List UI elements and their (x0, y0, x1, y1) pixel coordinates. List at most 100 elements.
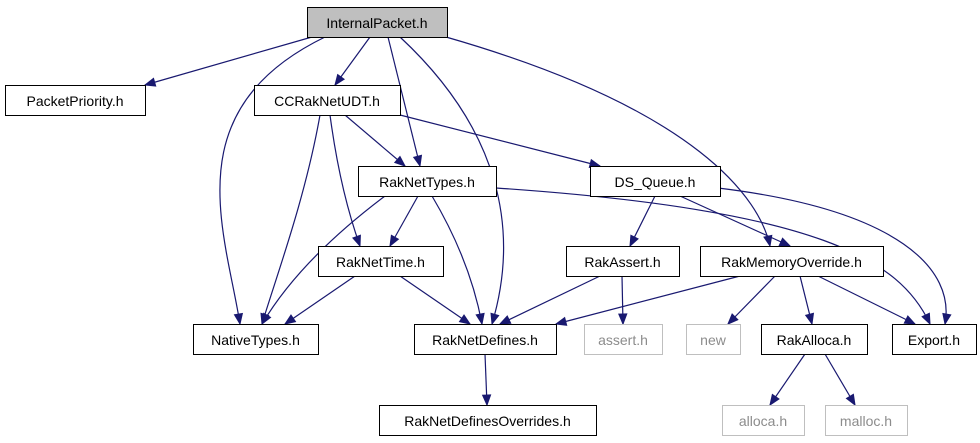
node-label: PacketPriority.h (27, 93, 124, 109)
node-raknet-time[interactable]: RakNetTime.h (318, 246, 444, 277)
arrow-head-icon (475, 312, 485, 326)
edge-internal_packet-to-native_types (219, 36, 326, 326)
node-box (193, 324, 319, 355)
edge-cc_raknet_udt-to-ds_queue (399, 114, 602, 168)
arrow-head-icon (554, 316, 568, 326)
edge-line (261, 195, 386, 325)
node-box (892, 324, 977, 355)
arrow-head-icon (389, 234, 400, 248)
node-malloc-h: malloc.h (825, 405, 908, 436)
node-new-h: new (686, 324, 741, 355)
node-box (414, 324, 557, 355)
edge-rak_memory_override-to-new_h (727, 275, 776, 325)
node-box (5, 85, 146, 116)
node-raknet-types[interactable]: RakNetTypes.h (358, 166, 497, 197)
arrow-head-icon (143, 77, 157, 87)
edge-internal_packet-to-packet_priority (143, 36, 313, 87)
edge-line (431, 195, 483, 325)
node-label: malloc.h (840, 413, 892, 429)
node-native-types[interactable]: NativeTypes.h (193, 324, 319, 355)
edge-raknet_time-to-raknet_defines (399, 275, 472, 325)
edge-rak_memory_override-to-raknet_defines (554, 275, 741, 326)
node-box (761, 324, 868, 355)
node-internal-packet[interactable]: InternalPacket.h (307, 7, 448, 38)
node-label: RakNetTime.h (336, 254, 425, 270)
node-label: RakAssert.h (584, 254, 660, 270)
edge-internal_packet-to-raknet_types (387, 36, 423, 168)
node-label: RakAlloca.h (777, 332, 852, 348)
node-label: RakNetDefinesOverrides.h (404, 413, 571, 429)
arrow-head-icon (629, 234, 639, 248)
node-label: assert.h (598, 332, 648, 348)
node-packet-priority[interactable]: PacketPriority.h (5, 85, 146, 116)
edge-raknet_types-to-native_types (261, 195, 386, 326)
node-label: new (700, 332, 727, 348)
edge-line (399, 114, 601, 167)
arrow-head-icon (352, 234, 361, 248)
node-box (379, 405, 597, 436)
node-cc-raknet-udt[interactable]: CCRakNetUDT.h (254, 85, 401, 116)
node-export-h[interactable]: Export.h (892, 324, 977, 355)
node-label: CCRakNetUDT.h (274, 93, 380, 109)
edge-line (261, 114, 321, 325)
edge-line (499, 275, 601, 325)
edge-raknet_types-to-export_h (495, 187, 931, 326)
edge-rak_assert-to-assert_h (618, 275, 628, 326)
arrow-head-icon (921, 312, 931, 326)
edge-raknet_time-to-native_types (283, 275, 356, 325)
edge-line (817, 275, 916, 325)
edge-rak_memory_override-to-rak_alloca (799, 275, 815, 326)
node-box (318, 246, 444, 277)
node-label: NativeTypes.h (211, 332, 300, 348)
node-label: DS_Queue.h (615, 174, 696, 190)
edge-line (144, 36, 313, 86)
node-box (590, 166, 721, 197)
edge-line (679, 195, 791, 247)
node-label: alloca.h (739, 413, 787, 429)
node-assert-h: assert.h (584, 324, 663, 355)
arrow-head-icon (261, 312, 272, 326)
node-raknet-defines-overrides[interactable]: RakNetDefinesOverrides.h (379, 405, 597, 436)
edge-rak_assert-to-raknet_defines (498, 275, 601, 325)
arrow-head-icon (618, 313, 628, 326)
edge-raknet_defines-to-raknet_defines_overrides (481, 353, 492, 407)
node-label: RakNetTypes.h (379, 174, 475, 190)
node-label: InternalPacket.h (326, 15, 427, 31)
edge-line (219, 36, 326, 325)
edge-line (329, 114, 361, 247)
edge-raknet_types-to-raknet_time (389, 195, 419, 248)
edge-rak_alloca-to-alloca_h (769, 353, 806, 407)
edge-line (399, 275, 471, 325)
edge-line (495, 187, 931, 325)
node-box (307, 7, 448, 38)
arrow-head-icon (233, 312, 244, 326)
node-box (700, 246, 884, 277)
arrow-head-icon (498, 315, 512, 325)
edge-line (387, 36, 421, 167)
node-alloca-h: alloca.h (722, 405, 805, 436)
arrow-head-icon (778, 237, 792, 247)
arrow-head-icon (334, 73, 346, 87)
node-box (254, 85, 401, 116)
node-raknet-defines[interactable]: RakNetDefines.h (414, 324, 557, 355)
node-label: RakNetDefines.h (432, 332, 538, 348)
arrow-head-icon (490, 312, 500, 326)
node-ds-queue[interactable]: DS_Queue.h (590, 166, 721, 197)
node-rak-assert[interactable]: RakAssert.h (566, 246, 680, 277)
edge-ds_queue-to-export_h (717, 187, 952, 326)
arrow-head-icon (458, 314, 472, 325)
node-label: RakMemoryOverride.h (721, 254, 862, 270)
edge-rak_alloca-to-malloc_h (824, 353, 856, 407)
node-label: Export.h (908, 332, 960, 348)
arrow-head-icon (283, 314, 297, 325)
edge-ds_queue-to-rak_memory_override (679, 195, 792, 247)
edge-line (344, 114, 406, 167)
node-rak-alloca[interactable]: RakAlloca.h (761, 324, 868, 355)
node-rak-memory-override[interactable]: RakMemoryOverride.h (700, 246, 884, 277)
arrow-head-icon (481, 394, 492, 407)
edge-internal_packet-to-rak_memory_override (445, 36, 773, 248)
arrow-head-icon (727, 313, 739, 325)
arrow-head-icon (393, 155, 407, 167)
